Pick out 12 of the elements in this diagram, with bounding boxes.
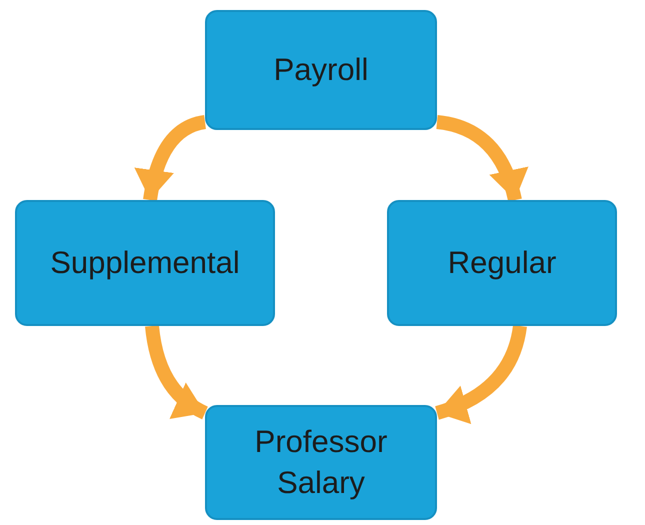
process-box — [205, 10, 437, 130]
box-label: Supplemental — [49, 244, 241, 282]
curved-arrow — [145, 325, 208, 420]
process-box — [387, 200, 617, 326]
curved-arrow — [436, 115, 528, 202]
box-label: Professor Salary — [254, 423, 388, 502]
curved-arrow — [135, 115, 206, 202]
box-label: Regular — [446, 244, 558, 282]
curved-arrow — [434, 324, 527, 423]
process-box — [15, 200, 275, 326]
process-box — [205, 405, 437, 520]
box-label: Payroll — [272, 50, 370, 89]
